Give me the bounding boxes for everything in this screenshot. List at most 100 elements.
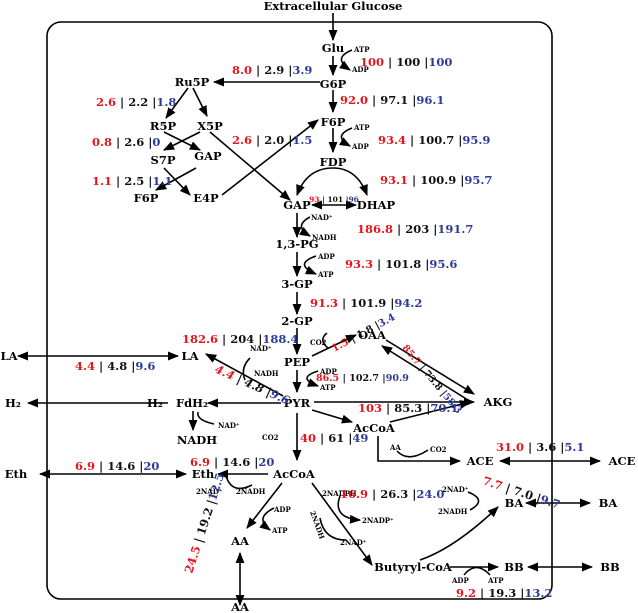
flux-separator: | [284,63,292,77]
flux-value-red: 24.5 [182,544,204,575]
label-butyryl-coa: Butyryl-CoA [374,560,453,574]
arrow-adp-atp-2 [306,370,320,387]
flux-value-black: 14.6 [222,455,250,469]
flux-value-blue: 96 [348,195,358,204]
label-accoa: AcCoA [272,467,316,481]
label-s7p: S7P [151,153,176,167]
label-ru5p: Ru5P [175,75,210,89]
label-extracellular-glucose: Extracellular Glucose [264,0,403,13]
cofactor-atp-4: ATP [319,383,336,392]
flux-value-red: 6.9 [190,455,210,469]
arrow-oaa-akg [385,339,475,395]
label-2gp: 2-GP [281,314,313,328]
flux-value-red: 2.6 [96,95,116,109]
flux-value-blue: 1.5 [292,133,312,147]
flux-value-black: 101 [327,195,343,204]
arrow-akg-oaa [381,345,469,401]
flux-value-blue: 9.7 [539,492,562,511]
flux-separator: | [408,487,416,501]
label-ace-ext: ACE [608,454,636,468]
arrow-ru5p-x5p [192,87,208,118]
flux-value-blue: 0 [152,135,160,149]
flux-separator: | [148,95,156,109]
flux-separator: | [252,63,264,77]
flux-separator: | [406,133,418,147]
flux-separator: | [231,370,248,388]
flux-g6p-ru5p: 8.0 | 2.9 |3.9 [232,63,312,77]
flux-separator: | [250,455,258,469]
label-f6p: F6P [321,115,346,129]
label-ba-ext: BA [599,496,619,510]
label-pyr: PYR [284,396,311,410]
flux-value-red: 92.0 [340,93,368,107]
flux-separator: | [370,320,381,333]
flux-13pg-3gp: 93.3 | 101.8 |95.6 [345,257,457,271]
flux-value-red: 91.3 [310,296,338,310]
flux-separator: | [420,55,428,69]
flux-value-black: 2.2 [128,95,148,109]
label-h2: H₂ [147,396,163,410]
flux-value-red: 186.8 [357,222,393,236]
label-accoa-right: AcCoA [352,421,396,435]
arrow-co2-in [321,332,329,349]
flux-3gp-2gp: 91.3 | 101.9 |94.2 [310,296,422,310]
flux-value-red: 16.9 [340,487,368,501]
arrow-accoa-akg [389,400,472,423]
flux-separator: | [112,135,124,149]
label-la-ext: LA [0,349,18,363]
arrow-adp-atp-3 [259,507,275,531]
cofactor-nadh-2: NADH [254,369,279,378]
flux-value-black: 2.0 [264,133,284,147]
label-gap-ppp: GAP [194,149,222,163]
cofactor-adp-3: ADP [317,252,336,261]
flux-separator: | [95,359,107,373]
arrow-accoa-butcoa [311,482,373,566]
flux-accoa-butcoa: 16.9 | 26.3 |24.0 [340,487,444,501]
flux-separator: | [252,133,264,147]
flux-value-blue: 13.2 [524,586,552,600]
flux-value-blue: 96.1 [416,93,444,107]
flux-separator: | [316,431,328,445]
flux-pep-pyr: 86.5 | 102.7 |90.9 [316,373,409,384]
label-f6p-ppp: F6P [134,191,159,205]
reaction-arrows [16,13,602,607]
flux-separator: | [500,480,516,497]
arrow-2nadh-2nad [225,475,253,490]
cofactor-2nadh-1: 2NADH [236,487,266,496]
flux-value-black: 100 [396,55,420,69]
label-x5p: X5P [197,119,223,133]
flux-separator: | [368,93,380,107]
flux-value-blue: 70.1 [430,401,458,415]
flux-value-black: 4.8 [107,359,127,373]
cofactor-nad-2: NAD⁺ [250,344,272,353]
flux-f6p-fdp: 93.4 | 100.7 |95.9 [378,133,490,147]
flux-ace: 31.0 | 3.6 |5.1 [496,440,584,454]
flux-pyr-accoa-right: 103 | 85.3 |70.1 [358,401,458,415]
arrow-accoa-aa [246,482,283,529]
flux-value-black: 85.3 [394,401,422,415]
flux-separator: | [408,173,420,187]
flux-value-black: 101.9 [350,296,386,310]
flux-separator: | [408,93,416,107]
arrow-x5p-s7p [162,131,201,151]
flux-separator: | [190,532,207,548]
flux-separator: | [393,222,405,236]
flux-x5p-f6p: 2.6 | 2.0 |1.5 [232,133,312,147]
flux-separator: | [218,332,230,346]
cofactor-co2-1: CO2 [310,338,327,347]
label-glu: Glu [322,41,345,55]
flux-pyr-la: 4.4 | 4.8 |9.6 [213,362,292,408]
cofactor-nad-1: NAD⁺ [311,213,333,222]
arrow-nad-fd [197,411,215,425]
flux-value-blue: 95.7 [464,173,492,187]
flux-value-blue: 94.2 [394,296,422,310]
flux-separator: | [344,431,352,445]
flux-value-black: 101.8 [385,257,421,271]
arrow-butcoa-ba [419,506,499,561]
flux-separator: | [254,332,262,346]
flux-gap-13pg: 186.8 | 203 |191.7 [357,222,473,236]
flux-value-red: 93 [309,195,319,204]
flux-separator: | [112,174,124,188]
flux-separator: | [454,133,462,147]
